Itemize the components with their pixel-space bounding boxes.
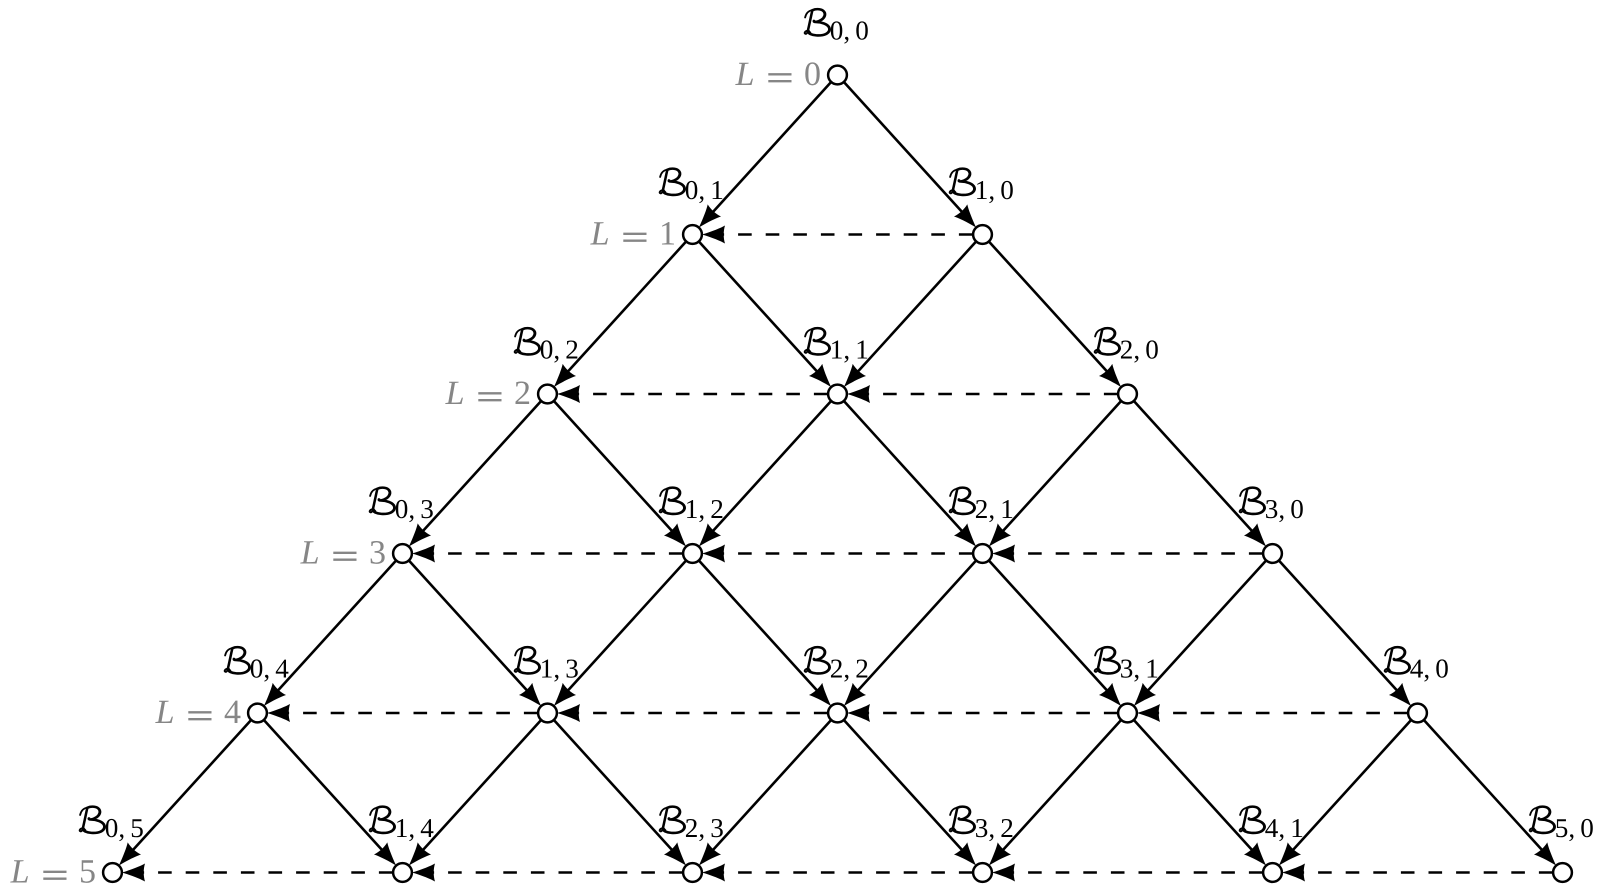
- svg-text:L: L: [445, 375, 465, 412]
- svg-text:0,5: 0,5: [105, 813, 144, 843]
- svg-text:0,1: 0,1: [685, 175, 724, 205]
- svg-text:2,2: 2,2: [830, 654, 869, 684]
- svg-text:4: 4: [224, 694, 241, 731]
- svg-text:L: L: [590, 215, 610, 252]
- svg-text:4,1: 4,1: [1265, 813, 1304, 843]
- svg-text:1,2: 1,2: [685, 494, 724, 524]
- svg-text:2,0: 2,0: [1120, 335, 1159, 365]
- svg-text:1,0: 1,0: [975, 175, 1014, 205]
- svg-text:0,3: 0,3: [395, 494, 434, 524]
- svg-text:L: L: [735, 56, 755, 93]
- svg-text:5: 5: [79, 854, 96, 891]
- svg-text:1,1: 1,1: [830, 335, 869, 365]
- svg-text:1,4: 1,4: [395, 813, 434, 843]
- svg-text:0,0: 0,0: [830, 16, 869, 46]
- svg-text:2,1: 2,1: [975, 494, 1014, 524]
- svg-text:L: L: [300, 534, 320, 571]
- svg-text:0: 0: [804, 56, 821, 93]
- svg-text:5,0: 5,0: [1555, 813, 1594, 843]
- svg-text:3: 3: [369, 535, 386, 572]
- svg-text:0,4: 0,4: [250, 654, 289, 684]
- svg-text:3,2: 3,2: [975, 813, 1014, 843]
- svg-text:1,3: 1,3: [540, 654, 579, 684]
- svg-text:2: 2: [514, 375, 531, 412]
- svg-text:3,0: 3,0: [1265, 494, 1304, 524]
- svg-text:4,0: 4,0: [1410, 654, 1449, 684]
- svg-text:2,3: 2,3: [685, 813, 724, 843]
- svg-text:3,1: 3,1: [1120, 654, 1159, 684]
- svg-text:L: L: [10, 853, 30, 890]
- svg-text:1: 1: [659, 216, 676, 253]
- svg-text:L: L: [155, 694, 175, 731]
- svg-text:0,2: 0,2: [540, 335, 579, 365]
